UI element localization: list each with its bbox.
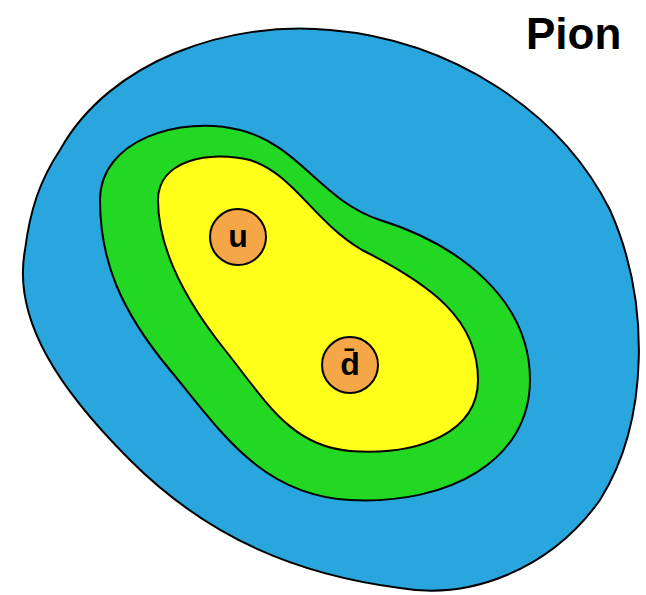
inner-region	[158, 156, 478, 451]
quark-label: u	[228, 219, 248, 254]
quark-circle: d̄	[321, 336, 379, 394]
outer-region	[23, 29, 639, 591]
quark-label: d̄	[340, 347, 360, 382]
middle-region	[100, 126, 530, 501]
diagram-title: Pion	[526, 12, 621, 56]
quark-circle: u	[209, 208, 267, 266]
